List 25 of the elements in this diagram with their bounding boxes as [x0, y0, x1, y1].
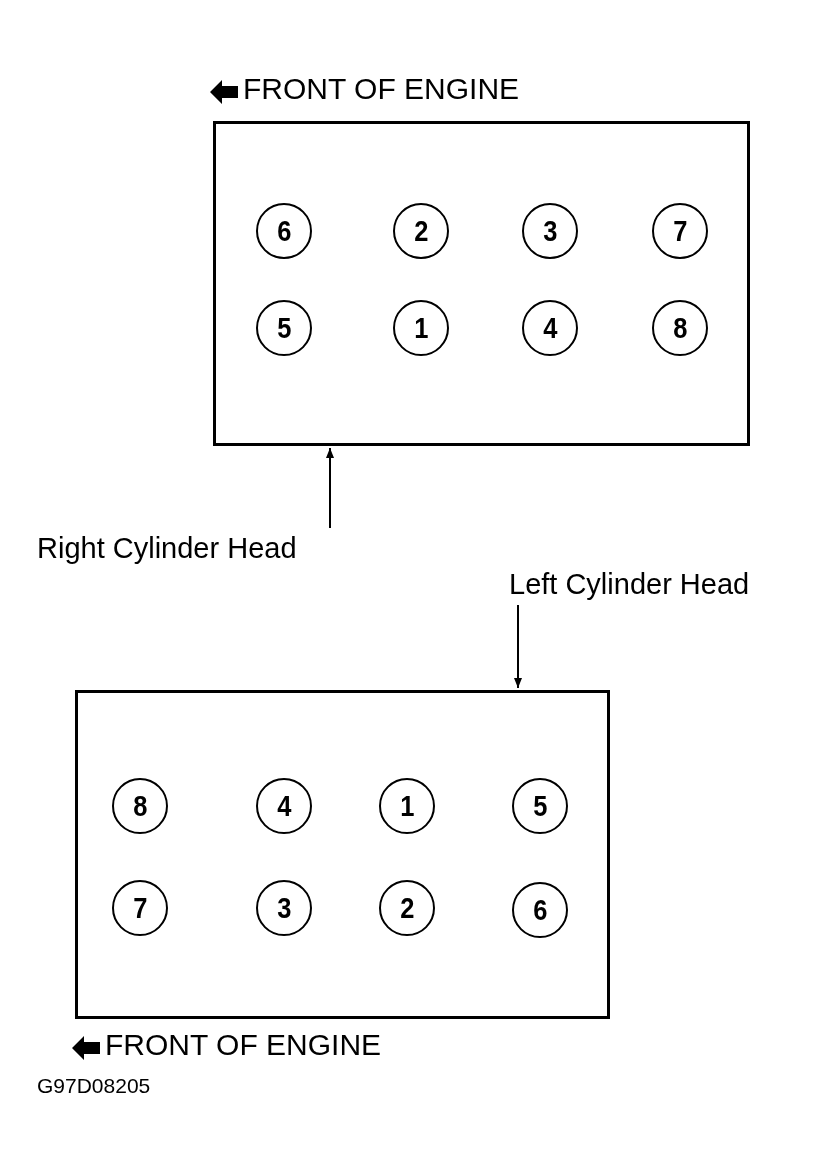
bolt-number: 7 [112, 880, 168, 936]
bolt-number: 5 [512, 778, 568, 834]
bolt-number: 4 [256, 778, 312, 834]
bolt-number: 5 [256, 300, 312, 356]
bolt-number: 6 [256, 203, 312, 259]
bolt-number: 2 [379, 880, 435, 936]
leader-arrow [326, 447, 334, 529]
bolt-number: 3 [522, 203, 578, 259]
bolt-number: 2 [393, 203, 449, 259]
bolt-number: 7 [652, 203, 708, 259]
direction-label: FRONT OF ENGINE [105, 1028, 382, 1062]
bolt-number: 6 [512, 882, 568, 938]
bolt-number: 1 [379, 778, 435, 834]
bolt-number: 4 [522, 300, 578, 356]
leader-label: Right Cylinder Head [37, 532, 297, 565]
bolt-number: 8 [112, 778, 168, 834]
bolt-number: 3 [256, 880, 312, 936]
bolt-number: 8 [652, 300, 708, 356]
cylinder-head-outline [75, 690, 610, 1019]
leader-label: Left Cylinder Head [509, 568, 750, 601]
figure-code: G97D08205 [37, 1074, 151, 1098]
leader-arrow [514, 604, 522, 689]
bolt-number: 1 [393, 300, 449, 356]
direction-label: FRONT OF ENGINE [243, 72, 520, 106]
cylinder-head-outline [213, 121, 750, 446]
